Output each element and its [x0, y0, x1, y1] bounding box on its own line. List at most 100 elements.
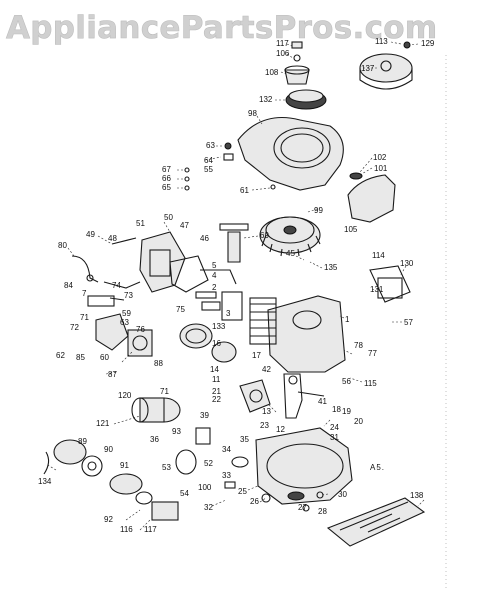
- callout-49: 49: [86, 230, 95, 239]
- blower-housing: [237, 116, 344, 191]
- fuel-line-link: [71, 255, 99, 283]
- cap-nut: [291, 41, 303, 62]
- rewind-starter: [359, 41, 413, 90]
- callout-130: 130: [400, 259, 414, 268]
- callout-101: 101: [374, 164, 388, 173]
- governor-parts: [175, 427, 236, 489]
- air-filter-body: [131, 397, 181, 423]
- air-cleaner-parts: [43, 439, 103, 477]
- callout-84: 84: [64, 281, 73, 290]
- callout-59: 59: [122, 309, 131, 318]
- sump-base: [231, 427, 353, 505]
- callout-33: 33: [222, 471, 231, 480]
- callout-16-upper: 16: [212, 339, 221, 348]
- callout-134: 134: [38, 477, 52, 486]
- callout-66: 66: [162, 174, 171, 183]
- muffler: [347, 172, 396, 223]
- callout-69: 69: [260, 231, 269, 240]
- callout-85: 85: [76, 353, 85, 362]
- callout-26: 26: [250, 497, 259, 506]
- callout-5: 5: [212, 261, 217, 270]
- callout-92: 92: [104, 515, 113, 524]
- callout-7: 7: [82, 289, 87, 298]
- callout-42: 42: [262, 365, 271, 374]
- callout-105: 105: [344, 225, 358, 234]
- callout-100: 100: [198, 483, 212, 492]
- callout-11: 11: [212, 375, 221, 384]
- callout-61: 61: [240, 186, 249, 195]
- callout-115: 115: [364, 379, 377, 388]
- callout-32: 32: [204, 503, 213, 512]
- carburetor: [87, 295, 153, 357]
- watermark-text: AppliancePartsPros.com: [6, 10, 438, 46]
- callout-21: 21: [212, 387, 221, 396]
- callout-24: 24: [330, 423, 339, 432]
- callout-78: 78: [354, 341, 363, 350]
- callout-74: 74: [112, 281, 121, 290]
- callout-93: 93: [172, 427, 181, 436]
- carburetor-bowl-assembly: [111, 231, 186, 293]
- callout-99: 99: [314, 206, 323, 215]
- callout-45: 45: [286, 249, 295, 258]
- gasket: [169, 255, 209, 293]
- piston-rod: [239, 379, 271, 413]
- callout-35: 35: [240, 435, 249, 444]
- callout-73: 73: [124, 291, 133, 300]
- callout-60: 60: [100, 353, 109, 362]
- callout-17-upper: 17: [252, 351, 261, 360]
- callout-4: 4: [212, 271, 217, 280]
- callout-31: 31: [330, 433, 339, 442]
- callout-53: 53: [162, 463, 171, 472]
- callout-3: 3: [226, 309, 231, 318]
- callout-116: 116: [120, 525, 133, 534]
- callout-19: 19: [342, 407, 351, 416]
- watermark: AppliancePartsPros.com: [6, 10, 438, 47]
- callout-14: 14: [210, 365, 219, 374]
- callout-labels: 117 106 108 113 129 137 132 98 63 64 55 …: [38, 37, 435, 534]
- callout-39: 39: [200, 411, 209, 420]
- callout-137: 137: [361, 64, 375, 73]
- callout-114: 114: [372, 251, 385, 260]
- callout-136: 76: [136, 325, 145, 334]
- callout-88: 88: [154, 359, 163, 368]
- intake-pipe: [179, 323, 237, 363]
- screen-gear: [285, 89, 327, 110]
- callout-89: 89: [78, 437, 87, 446]
- callout-63-top: 63: [206, 141, 215, 150]
- callout-120: 120: [118, 391, 132, 400]
- callout-28: 28: [318, 507, 327, 516]
- callout-77: 77: [368, 349, 377, 358]
- callout-133: 133: [212, 322, 226, 331]
- callout-20: 20: [354, 417, 363, 426]
- diagram-reference: A5.: [370, 463, 385, 472]
- callout-71-lower: 71: [160, 387, 169, 396]
- callout-132: 132: [259, 95, 273, 104]
- callout-12: 12: [276, 425, 285, 434]
- callout-51: 51: [136, 219, 145, 228]
- callout-54: 54: [180, 489, 189, 498]
- callout-102: 102: [373, 153, 387, 162]
- callout-36: 36: [150, 435, 159, 444]
- flywheel: [259, 216, 321, 257]
- callout-75: 75: [176, 305, 185, 314]
- callout-91: 91: [120, 461, 129, 470]
- callout-25: 25: [238, 487, 247, 496]
- callout-52: 52: [204, 459, 213, 468]
- callout-62: 62: [56, 351, 65, 360]
- leader-lines: [45, 41, 425, 531]
- cylinder-head-parts: [195, 269, 243, 321]
- callout-87: 87: [108, 370, 117, 379]
- callout-46: 46: [200, 234, 209, 243]
- crankshaft: [283, 373, 325, 419]
- callout-34: 34: [222, 445, 231, 454]
- callout-50: 50: [164, 213, 173, 222]
- callout-117-lower: 117: [144, 525, 157, 534]
- callout-1: 1: [345, 315, 350, 324]
- callout-48: 48: [108, 234, 117, 243]
- callout-41: 41: [318, 397, 327, 406]
- callout-71-upper: 71: [80, 313, 89, 322]
- callout-65: 65: [162, 183, 171, 192]
- callout-98: 98: [248, 109, 257, 118]
